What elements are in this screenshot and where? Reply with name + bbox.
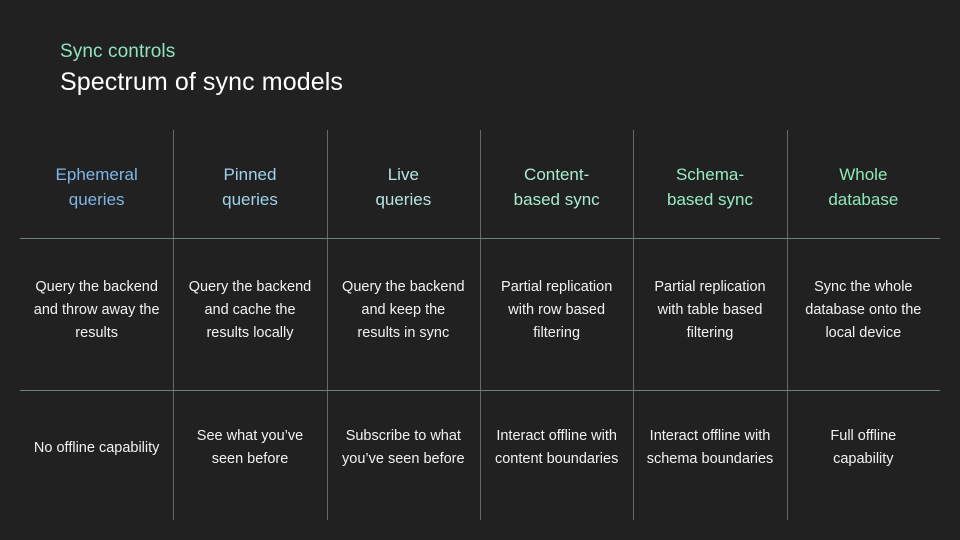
matrix-cell-row2-col6: Full offline capability [787, 390, 940, 520]
matrix-cell-row1-col2: Query the backend and cache the results … [173, 238, 326, 390]
matrix-cell-row1-col4: Partial replication with row based filte… [480, 238, 633, 390]
cell-text: Interact offline with schema boundaries [646, 428, 774, 467]
matrix-cell-row1-col5: Partial replication with table based fil… [633, 238, 786, 390]
matrix-vertical-rule-5 [786, 130, 788, 520]
sync-models-matrix: Ephemeral queries Pinned queries Live qu… [20, 130, 940, 520]
slide-eyebrow: Sync controls [60, 41, 176, 62]
matrix-header-cell-5: Schema- based sync [633, 130, 786, 238]
matrix-cell-row1-col6: Sync the whole database onto the local d… [787, 238, 940, 390]
cell-text: No offline capability [33, 439, 160, 456]
matrix-vertical-rule-2 [326, 130, 328, 520]
column-header-line1: Pinned [223, 165, 277, 184]
column-header-line1: Ephemeral [55, 165, 138, 184]
matrix-grid: Ephemeral queries Pinned queries Live qu… [20, 130, 940, 520]
matrix-cell-row2-col3: Subscribe to what you’ve seen before [327, 390, 480, 520]
matrix-cell-row2-col5: Interact offline with schema boundaries [633, 390, 786, 520]
column-header-line1: Whole [839, 165, 888, 184]
page-title: Spectrum of sync models [60, 68, 343, 96]
column-header-label: Schema- based sync [667, 162, 753, 212]
column-header-label: Live queries [375, 162, 431, 212]
cell-text: Subscribe to what you’ve seen before [342, 428, 465, 467]
matrix-cell-row2-col4: Interact offline with content boundaries [480, 390, 633, 520]
column-header-label: Content- based sync [514, 162, 600, 212]
cell-text: Query the backend and cache the results … [188, 278, 312, 341]
slide-header: Sync controls Spectrum of sync models [60, 40, 343, 98]
matrix-cell-row1-col1: Query the backend and throw away the res… [20, 238, 173, 390]
matrix-vertical-rule-3 [480, 130, 481, 520]
column-header-label: Pinned queries [222, 162, 278, 212]
column-header-line2: based sync [513, 190, 600, 209]
cell-text: Full offline capability [830, 428, 897, 467]
matrix-header-cell-3: Live queries [327, 130, 480, 238]
cell-text: Query the backend and keep the results i… [342, 278, 465, 341]
cell-text: Sync the whole database onto the local d… [805, 278, 922, 341]
matrix-cell-row2-col2: See what you’ve seen before [173, 390, 326, 520]
matrix-header-cell-4: Content- based sync [480, 130, 633, 238]
cell-text: Partial replication with table based fil… [654, 278, 766, 341]
matrix-vertical-rule-4 [633, 130, 635, 520]
column-header-label: Ephemeral queries [56, 162, 138, 212]
column-header-line1: Schema- [675, 165, 744, 184]
matrix-cell-row2-col1: No offline capability [20, 390, 173, 520]
column-header-line2: queries [375, 190, 432, 209]
matrix-header-cell-6: Whole database [787, 130, 940, 238]
column-header-line1: Content- [524, 165, 590, 184]
matrix-vertical-rule-1 [173, 130, 175, 520]
matrix-header-cell-2: Pinned queries [173, 130, 326, 238]
column-header-line2: database [828, 190, 899, 209]
cell-text: Query the backend and throw away the res… [33, 278, 160, 341]
cell-text: See what you’ve seen before [196, 428, 304, 467]
matrix-cell-row1-col3: Query the backend and keep the results i… [327, 238, 480, 390]
column-header-line1: Live [387, 165, 419, 184]
column-header-line2: queries [222, 190, 278, 209]
column-header-label: Whole database [828, 162, 898, 212]
column-header-line2: queries [68, 190, 125, 209]
cell-text: Interact offline with content boundaries [494, 428, 619, 467]
column-header-line2: based sync [666, 190, 753, 209]
matrix-header-cell-1: Ephemeral queries [20, 130, 173, 238]
cell-text: Partial replication with row based filte… [501, 278, 613, 341]
